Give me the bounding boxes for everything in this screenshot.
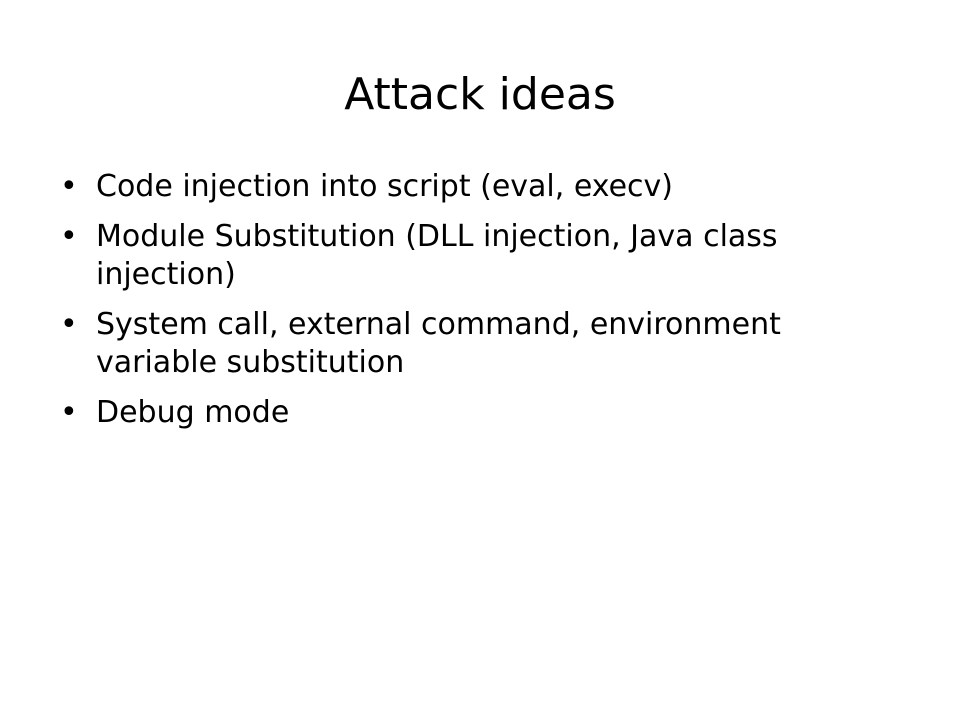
bullet-icon: • <box>60 169 78 204</box>
bullet-list: • Code injection into script (eval, exec… <box>60 168 900 444</box>
bullet-item: • Debug mode <box>60 394 900 432</box>
bullet-text: Module Substitution (DLL injection, Java… <box>96 219 778 292</box>
bullet-item: • System call, external command, environ… <box>60 306 900 382</box>
bullet-icon: • <box>60 219 78 254</box>
bullet-text: Code injection into script (eval, execv) <box>96 169 673 204</box>
bullet-item: • Module Substitution (DLL injection, Ja… <box>60 218 900 294</box>
bullet-item: • Code injection into script (eval, exec… <box>60 168 900 206</box>
bullet-icon: • <box>60 307 78 342</box>
bullet-text: System call, external command, environme… <box>96 307 781 380</box>
slide-title: Attack ideas <box>344 69 616 120</box>
bullet-text: Debug mode <box>96 395 290 430</box>
bullet-icon: • <box>60 395 78 430</box>
